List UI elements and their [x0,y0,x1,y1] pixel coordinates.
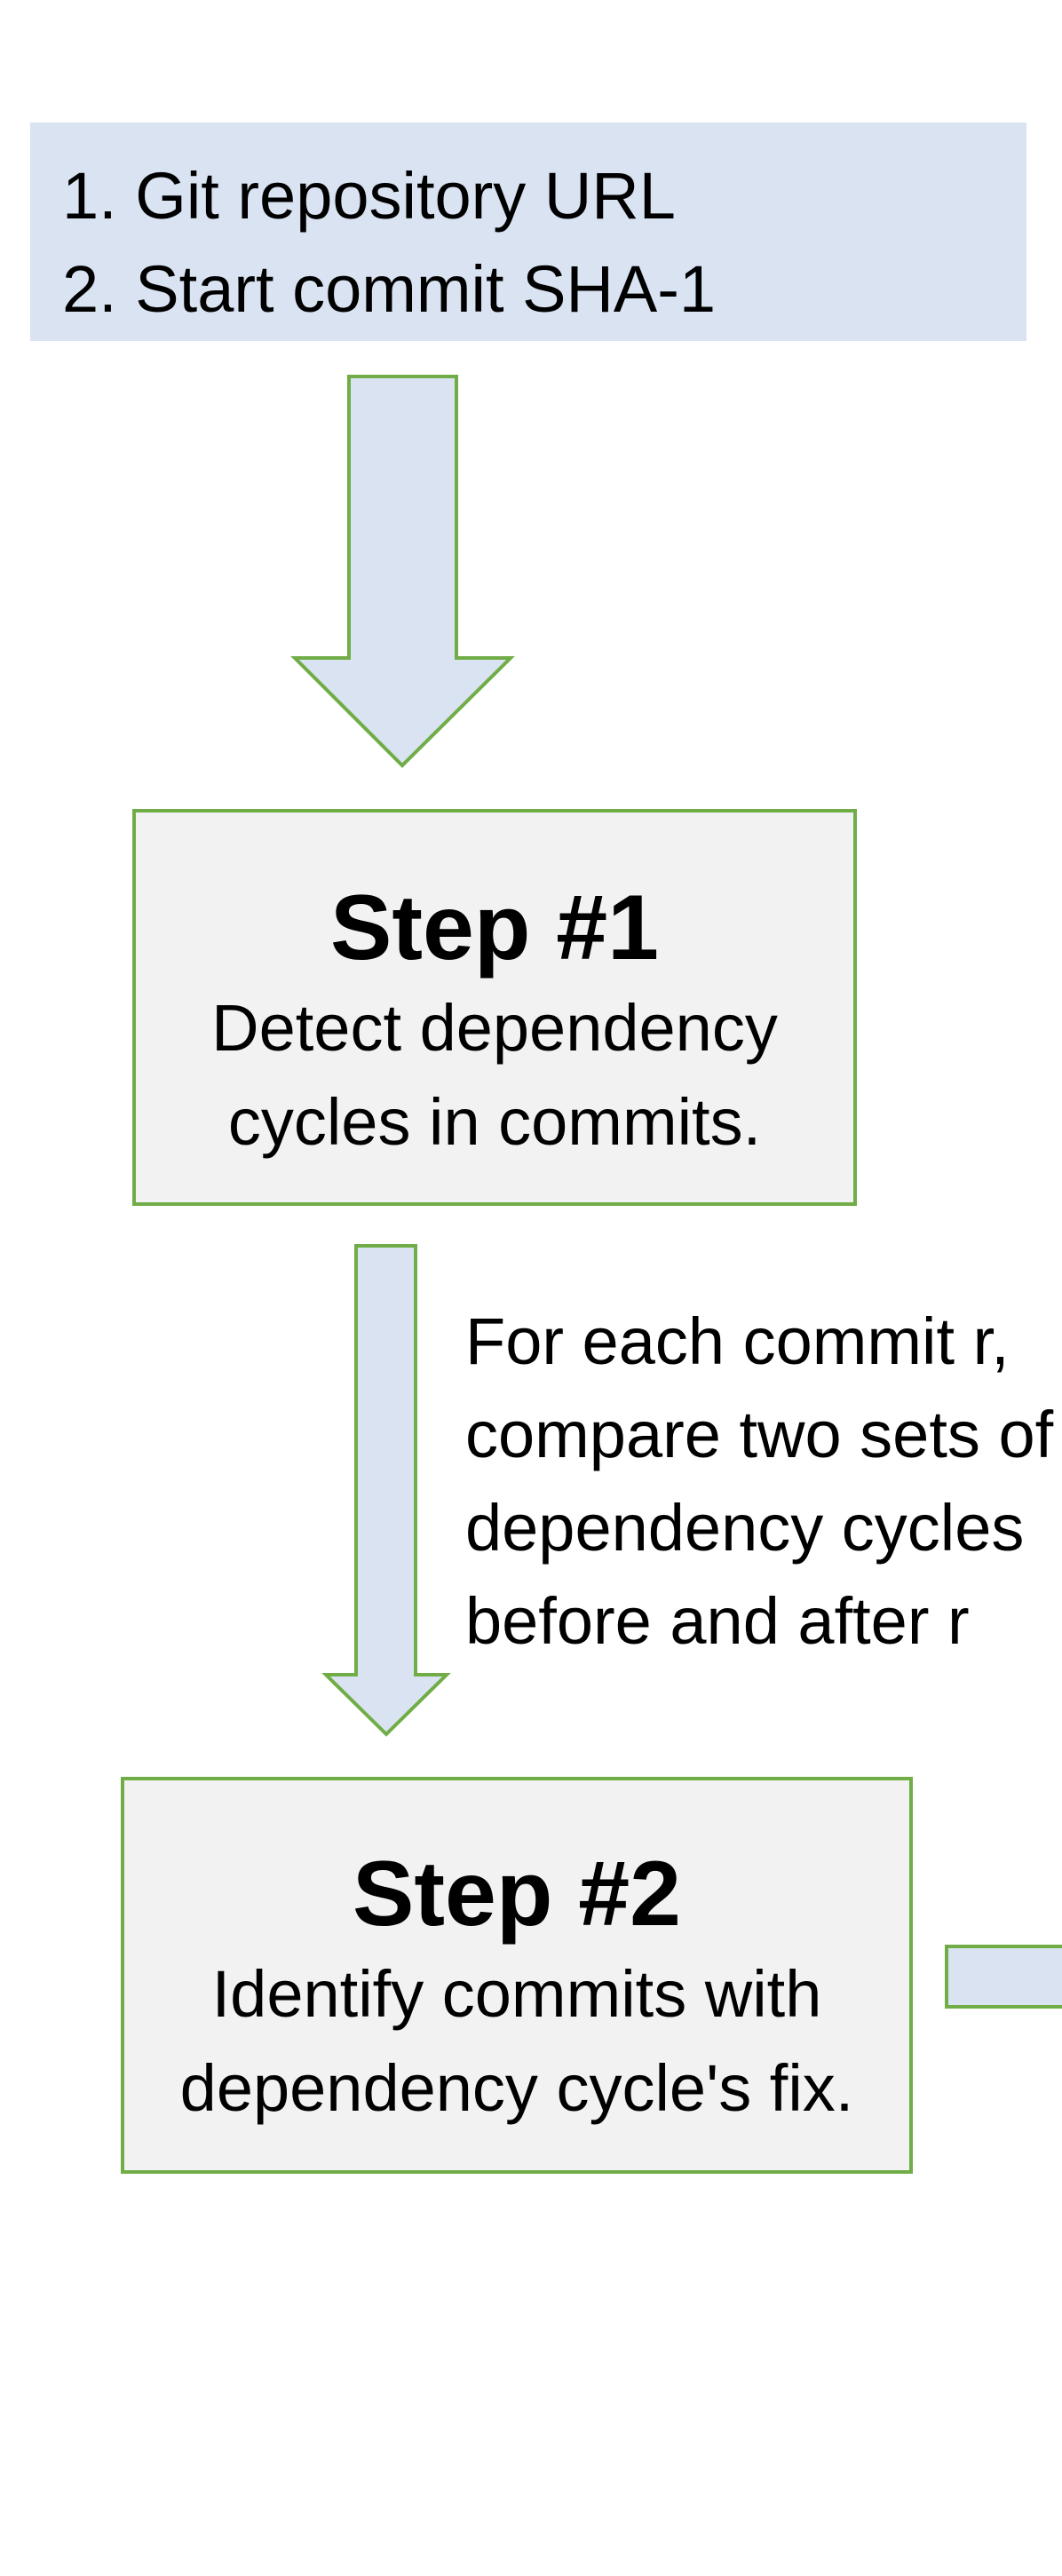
step2-description-line-2: dependency cycle's fix. [179,2051,854,2125]
step1-description-line-1: Detect dependency [211,991,778,1065]
step2-description-line-1: Identify commits with [211,1957,822,2031]
down-arrow-input-to-step1 [290,375,515,768]
annotation-line-3: dependency cycles [465,1491,1025,1565]
step2-title: Step #2 [353,1843,681,1946]
annotation-line-2: compare two sets of [465,1398,1054,1471]
right-arrow-step2 [945,1945,1062,2009]
annotation-line-4: before and after r [465,1584,970,1658]
input-item-start-commit: 2. Start commit SHA-1 [62,252,717,326]
step2-box: Step #2 Identify commits with dependency… [121,1777,913,2174]
transition-annotation: For each commit r, compare two sets of d… [465,1295,1053,1668]
step1-title: Step #1 [330,876,659,979]
annotation-line-1: For each commit r, [465,1304,1010,1378]
down-arrow-step1-to-step2 [321,1244,451,1737]
step1-description-line-2: cycles in commits. [227,1085,762,1159]
input-parameters-box: 1. Git repository URL 2. Start commit SH… [30,123,1026,341]
input-item-repository-url: 1. Git repository URL [62,159,676,233]
step1-box: Step #1 Detect dependency cycles in comm… [132,809,857,1206]
